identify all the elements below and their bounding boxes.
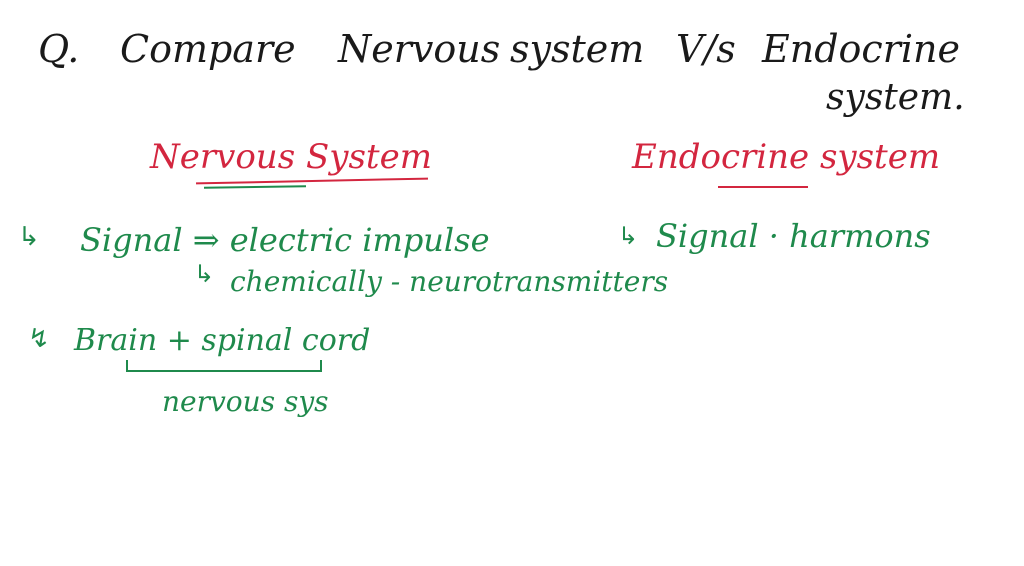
heading-endocrine-underline [718, 186, 808, 188]
question-word-system: system [510, 27, 645, 71]
point2-signal-harmons: Signal · harmons [656, 217, 931, 255]
point1-signal-electric: Signal ⇒ electric impulse [80, 221, 490, 259]
point3-arrow-icon: ↯ [28, 324, 50, 354]
question-word-vs: V/s [676, 27, 736, 71]
question-word-system-end: system. [826, 77, 965, 118]
point3-note-nervous-sys: nervous sys [162, 385, 329, 418]
heading-nervous-system: Nervous System [150, 137, 432, 177]
heading-endocrine-system: Endocrine system [632, 137, 941, 177]
heading-nervous-underline-green [203, 185, 307, 189]
point1-sub-chemically: chemically - neurotransmitters [230, 265, 669, 298]
question-word-compare: Compare [120, 27, 296, 71]
point2-arrow-icon: ↳ [618, 222, 639, 250]
point3-brain-spinal-cord: Brain + spinal cord [74, 323, 371, 358]
point1-sub-arrow-icon: ↳ [194, 260, 215, 288]
question-word-nervous: Nervous [338, 27, 501, 71]
point1-arrow-icon: ↳ [18, 222, 40, 252]
question-prefix: Q. [38, 27, 80, 71]
question-word-endocrine: Endocrine [762, 27, 960, 71]
heading-nervous-underline-red [196, 177, 428, 185]
point3-bracket [126, 360, 322, 372]
